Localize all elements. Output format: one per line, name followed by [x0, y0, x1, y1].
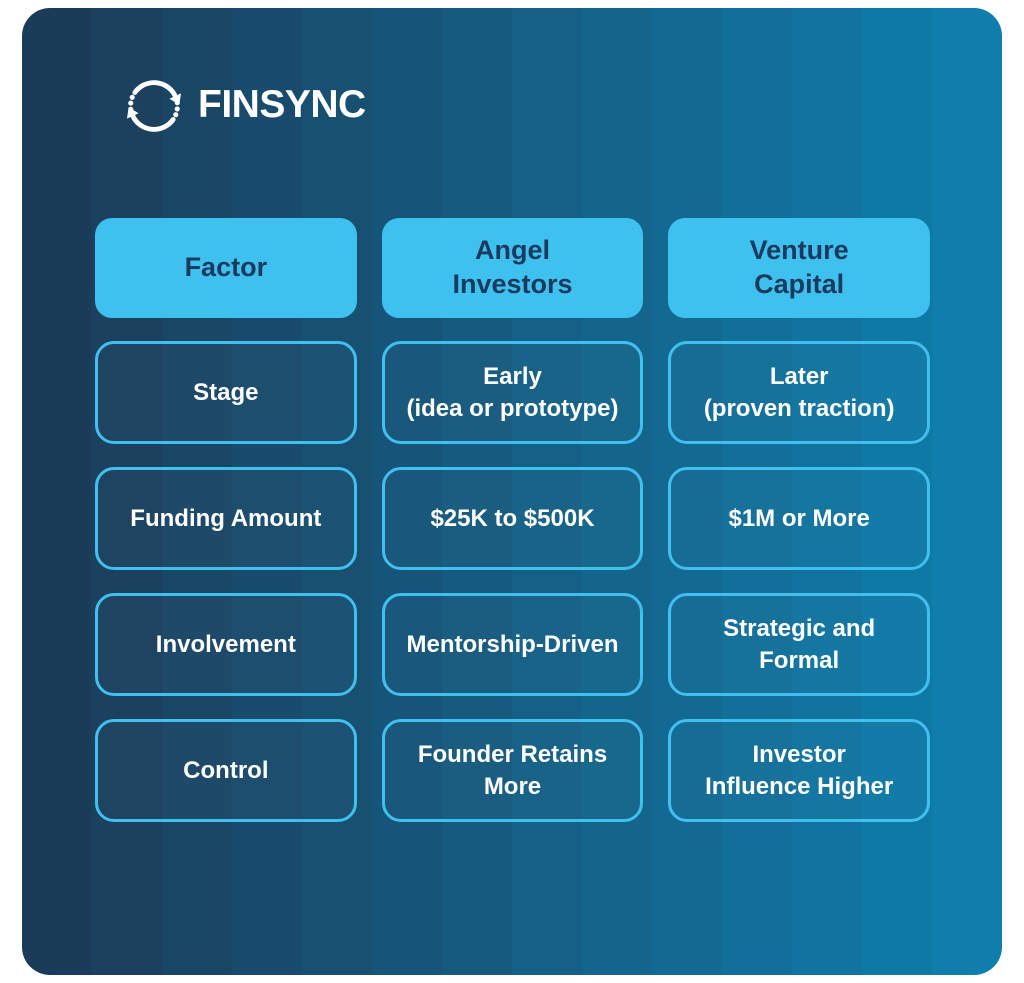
comparison-card: FINSYNC Factor Angel Investors Venture C… [22, 8, 1002, 975]
cell-control-vc: Investor Influence Higher [668, 719, 930, 822]
cell-stage-factor: Stage [95, 341, 357, 444]
comparison-table: Factor Angel Investors Venture Capital S… [95, 218, 930, 822]
cell-funding-angel: $25K to $500K [381, 467, 644, 570]
cell-involvement-factor: Involvement [95, 593, 357, 696]
cell-stage-vc: Later (proven traction) [668, 341, 930, 444]
header-cell-venture-capital: Venture Capital [668, 218, 930, 318]
sync-arrows-icon [126, 80, 182, 132]
cell-funding-factor: Funding Amount [95, 467, 357, 570]
header-cell-angel-investors: Angel Investors [381, 218, 644, 318]
cell-stage-angel: Early (idea or prototype) [381, 341, 644, 444]
cell-control-angel: Founder Retains More [381, 719, 644, 822]
cell-control-factor: Control [95, 719, 357, 822]
header-cell-factor: Factor [95, 218, 357, 318]
finsync-logo: FINSYNC [122, 74, 366, 138]
cell-involvement-vc: Strategic and Formal [668, 593, 930, 696]
cell-involvement-angel: Mentorship-Driven [381, 593, 644, 696]
brand-name: FINSYNC [198, 82, 366, 126]
cell-funding-vc: $1M or More [668, 467, 930, 570]
